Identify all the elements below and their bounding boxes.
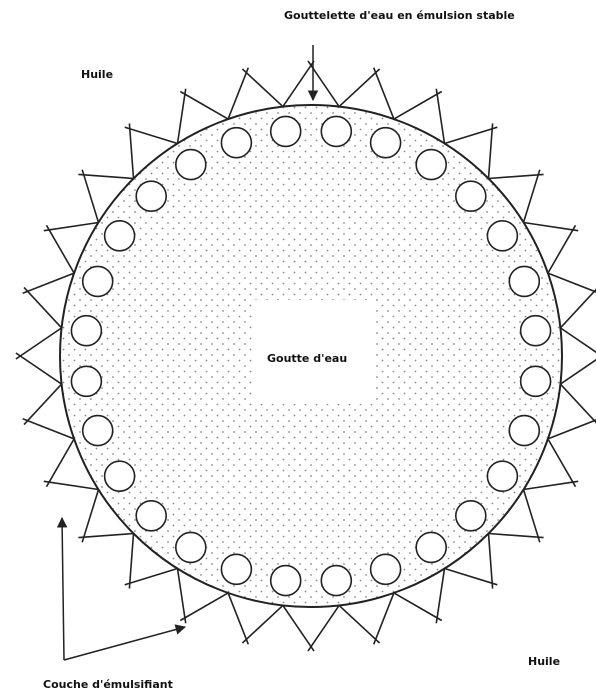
molecule-tail [436, 569, 444, 624]
molecule-tail [339, 605, 380, 643]
molecule-head [416, 150, 446, 180]
molecule-tail [445, 127, 498, 143]
molecule-tail [489, 534, 493, 589]
molecule-tail [394, 92, 442, 120]
molecule-head [105, 461, 135, 491]
stable-droplet-label: Gouttelette d'eau en émulsion stable [284, 9, 515, 22]
molecule-head [136, 501, 166, 531]
molecule-head [509, 266, 539, 296]
molecule-tail [489, 123, 493, 178]
molecule-tail [23, 419, 74, 439]
molecule-head [371, 128, 401, 158]
molecule-tail [560, 328, 596, 359]
molecule-tail [82, 490, 98, 543]
molecule-tail [283, 605, 314, 651]
molecule-tail [489, 534, 544, 538]
molecule-tail [524, 490, 540, 543]
molecule-tail [524, 223, 579, 231]
molecule-head [371, 554, 401, 584]
molecule-head [71, 316, 101, 346]
molecule-tail [242, 69, 283, 107]
emulsifier-arrow-up [62, 518, 64, 660]
molecule-tail [524, 170, 540, 223]
molecule-tail [548, 439, 576, 487]
molecule-tail [16, 353, 62, 384]
molecule-tail [23, 273, 74, 293]
molecule-tail [180, 92, 228, 120]
molecule-tail [24, 384, 62, 425]
molecule-tail [394, 593, 442, 621]
molecule-tail [242, 605, 283, 643]
molecule-tail [374, 593, 394, 644]
emulsifier-arrow-right [64, 627, 185, 660]
molecule-tail [82, 170, 98, 223]
molecule-tail [44, 223, 99, 231]
molecule-tail [436, 89, 444, 144]
molecule-tail [548, 419, 596, 439]
molecule-head [509, 416, 539, 446]
molecule-tail [129, 123, 133, 178]
molecule-head [321, 116, 351, 146]
molecule-head [136, 181, 166, 211]
molecule-head [487, 461, 517, 491]
molecule-tail [374, 68, 394, 119]
molecule-head [176, 150, 206, 180]
molecule-head [487, 221, 517, 251]
molecule-tail [129, 534, 133, 589]
molecule-head [321, 566, 351, 596]
molecule-tail [339, 69, 380, 107]
molecule-head [416, 532, 446, 562]
molecule-head [456, 501, 486, 531]
molecule-tail [445, 569, 498, 585]
molecule-head [521, 316, 551, 346]
molecule-head [83, 416, 113, 446]
molecule-tail [560, 353, 596, 384]
molecule-tail [178, 569, 186, 624]
molecule-tail [560, 384, 596, 425]
molecule-tail [178, 89, 186, 144]
molecule-tail [78, 174, 133, 178]
molecule-tail [228, 593, 248, 644]
molecule-tail [560, 287, 596, 328]
molecule-tail [24, 287, 62, 328]
molecule-tail [228, 68, 248, 119]
molecule-tail [47, 225, 75, 273]
molecule-head [271, 116, 301, 146]
water-drop-label: Goutte d'eau [267, 352, 347, 365]
molecule-head [83, 266, 113, 296]
oil-label-bottom: Huile [528, 655, 560, 668]
molecule-head [456, 181, 486, 211]
molecule-head [521, 366, 551, 396]
molecule-head [221, 554, 251, 584]
emulsifier-layer-label: Couche d'émulsifiant [43, 678, 173, 691]
molecule-head [105, 221, 135, 251]
molecule-tail [283, 61, 314, 107]
molecule-tail [489, 174, 544, 178]
molecule-tail [16, 328, 62, 359]
molecule-tail [180, 593, 228, 621]
molecule-head [271, 566, 301, 596]
molecule-tail [78, 534, 133, 538]
molecule-tail [125, 127, 178, 143]
molecule-head [221, 128, 251, 158]
molecule-tail [548, 273, 596, 293]
molecule-tail [44, 481, 99, 489]
molecule-tail [548, 225, 576, 273]
molecule-tail [524, 481, 579, 489]
molecule-tail [308, 605, 339, 651]
oil-label-top: Huile [81, 68, 113, 81]
molecule-tail [47, 439, 75, 487]
molecule-tail [125, 569, 178, 585]
molecule-head [71, 366, 101, 396]
molecule-head [176, 532, 206, 562]
